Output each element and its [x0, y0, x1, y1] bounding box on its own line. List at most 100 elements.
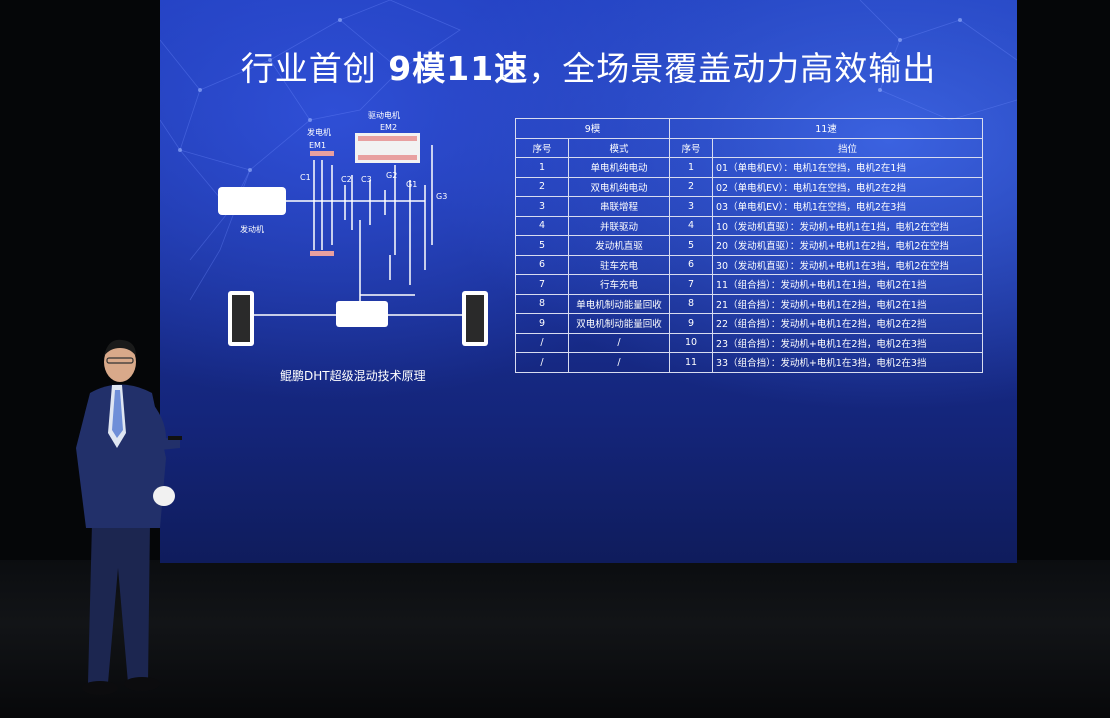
- projection-screen: 行业首创 9模11速，全场景覆盖动力高效输出 驱动电机 EM2 发电机 EM1 …: [160, 0, 1017, 563]
- presenter-glasses: [106, 357, 134, 364]
- g2-label: G2: [386, 171, 397, 180]
- presenter-left-arm: [82, 396, 106, 488]
- engine-label: 发动机: [240, 224, 264, 234]
- mode-index-cell: 1: [515, 157, 569, 178]
- differential: [336, 301, 388, 327]
- presenter-hair: [104, 339, 136, 356]
- c1-label: C1: [300, 173, 311, 182]
- slide-title: 行业首创 9模11速，全场景覆盖动力高效输出: [160, 42, 1017, 90]
- mode-name-cell: /: [568, 332, 670, 353]
- stage-floor: [0, 560, 1110, 718]
- em2-label: EM2: [380, 123, 397, 132]
- engine-block: [218, 187, 286, 215]
- title-part1: 行业首创: [240, 49, 377, 88]
- generator-label: 发电机: [307, 127, 331, 137]
- presenter-right-shoe: [124, 677, 160, 691]
- g3-label: G3: [436, 192, 447, 201]
- mode-index-cell: 3: [515, 196, 569, 217]
- gear-description-cell: 01（单电机EV）：电机1在空挡，电机2在1挡: [712, 157, 983, 178]
- speed-index-cell: 3: [669, 196, 713, 217]
- gear-description-cell: 22（组合挡）：发动机+电机1在2挡，电机2在2挡: [712, 313, 983, 334]
- gear-description-cell: 02（单电机EV）：电机1在空挡，电机2在2挡: [712, 176, 983, 197]
- group-header-speeds: 11速: [669, 118, 983, 139]
- mode-name-cell: 发动机直驱: [568, 235, 670, 256]
- presenter-tie: [112, 390, 123, 438]
- mode-index-cell: 6: [515, 254, 569, 275]
- em1-rotor-bottom: [310, 251, 334, 256]
- speed-index-cell: 5: [669, 235, 713, 256]
- col-header-mode: 模式: [568, 137, 670, 158]
- mode-index-cell: 5: [515, 235, 569, 256]
- presenter-left-shoe: [82, 681, 118, 695]
- mode-name-cell: 单电机制动能量回收: [568, 293, 670, 314]
- speed-index-cell: 9: [669, 313, 713, 334]
- presenter-white-cloth: [153, 486, 175, 506]
- speed-index-cell: 2: [669, 176, 713, 197]
- drive-motor-label: 驱动电机: [368, 110, 400, 120]
- c2-label: C2: [341, 175, 352, 184]
- mode-index-cell: 8: [515, 293, 569, 314]
- mode-name-cell: 串联增程: [568, 196, 670, 217]
- mode-name-cell: 双电机制动能量回收: [568, 313, 670, 334]
- gear-description-cell: 20（发动机直驱）：发动机+电机1在2挡，电机2在空挡: [712, 235, 983, 256]
- em2-stator-bottom: [358, 155, 417, 160]
- speed-index-cell: 6: [669, 254, 713, 275]
- c3-label: C3: [361, 175, 372, 184]
- presenter-right-arm: [146, 398, 180, 450]
- presenter: [76, 339, 182, 695]
- speed-index-cell: 7: [669, 274, 713, 295]
- group-header-modes: 9模: [515, 118, 670, 139]
- speed-index-cell: 11: [669, 352, 713, 373]
- diagram-caption: 鲲鹏DHT超级混动技术原理: [280, 369, 426, 383]
- col-header-index-2: 序号: [669, 137, 713, 158]
- mode-index-cell: 7: [515, 274, 569, 295]
- mode-name-cell: 双电机纯电动: [568, 176, 670, 197]
- gear-description-cell: 23（组合挡）：发动机+电机1在2挡，电机2在3挡: [712, 332, 983, 353]
- em2-stator-top: [358, 136, 417, 141]
- speed-index-cell: 1: [669, 157, 713, 178]
- mode-index-cell: 2: [515, 176, 569, 197]
- gear-description-cell: 10（发动机直驱）：发动机+电机1在1挡，电机2在空挡: [712, 215, 983, 236]
- gear-description-cell: 33（组合挡）：发动机+电机1在3挡，电机2在3挡: [712, 352, 983, 373]
- mode-index-cell: /: [515, 352, 569, 373]
- mode-name-cell: 行车充电: [568, 274, 670, 295]
- speed-index-cell: 8: [669, 293, 713, 314]
- presenter-clicker: [168, 436, 182, 440]
- mode-name-cell: 单电机纯电动: [568, 157, 670, 178]
- speed-index-cell: 10: [669, 332, 713, 353]
- presenter-face: [104, 342, 136, 382]
- title-highlight: 9模11速: [388, 49, 529, 88]
- g1-label: G1: [406, 180, 417, 189]
- em1-label: EM1: [309, 141, 326, 150]
- gear-description-cell: 21（组合挡）：发动机+电机1在2挡，电机2在1挡: [712, 293, 983, 314]
- gear-description-cell: 03（单电机EV）：电机1在空挡，电机2在3挡: [712, 196, 983, 217]
- gear-description-cell: 11（组合挡）：发动机+电机1在1挡，电机2在1挡: [712, 274, 983, 295]
- gear-description-cell: 30（发动机直驱）：发动机+电机1在3挡，电机2在空挡: [712, 254, 983, 275]
- mode-index-cell: 9: [515, 313, 569, 334]
- network-background: [160, 0, 1017, 301]
- mode-name-cell: 并联驱动: [568, 215, 670, 236]
- gear-train: [286, 145, 433, 296]
- mode-name-cell: /: [568, 352, 670, 373]
- mode-index-cell: /: [515, 332, 569, 353]
- em1-rotor-top: [310, 151, 334, 156]
- dht-schematic-diagram: 驱动电机 EM2 发电机 EM1 发动机: [218, 110, 488, 346]
- title-part2: ，全场景覆盖动力高效输出: [528, 49, 937, 88]
- col-header-index: 序号: [515, 137, 569, 158]
- speed-index-cell: 4: [669, 215, 713, 236]
- mode-index-cell: 4: [515, 215, 569, 236]
- presenter-trousers: [88, 523, 150, 683]
- mode-name-cell: 驻车充电: [568, 254, 670, 275]
